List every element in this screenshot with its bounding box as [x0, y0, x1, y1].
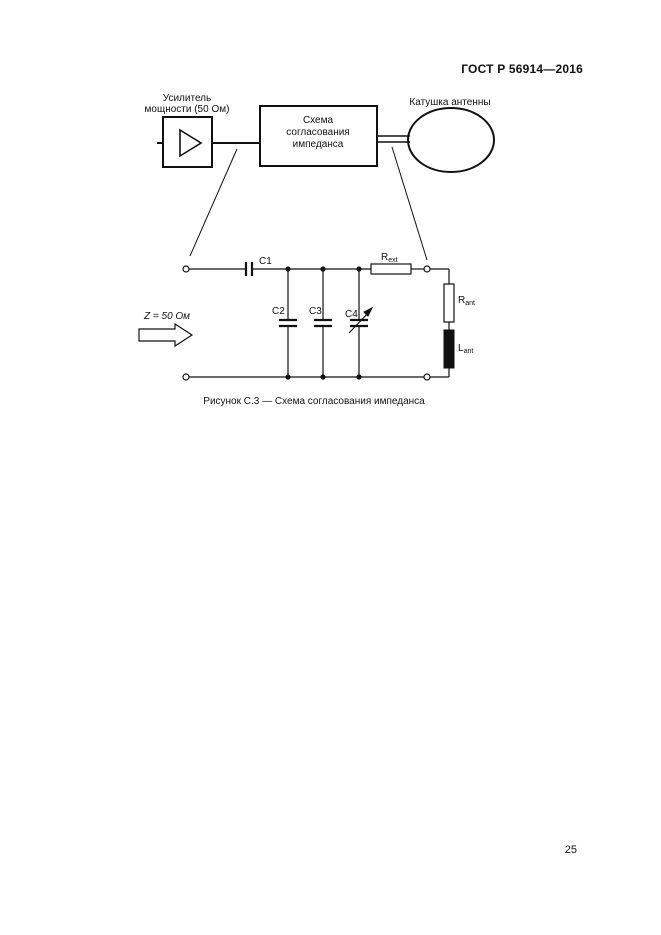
document-header: ГОСТ Р 56914—2016 — [461, 62, 583, 76]
matching-circuit — [138, 262, 455, 381]
junction-dot — [285, 266, 291, 272]
l-ant-inductor — [443, 329, 455, 369]
amplifier-block — [162, 116, 213, 168]
r-ext-main: R — [381, 252, 388, 263]
junction-dot — [356, 266, 362, 272]
c1-label: C1 — [259, 256, 272, 267]
amplifier-label-line2: мощности (50 Ом) — [145, 104, 230, 115]
matching-block-line2: согласования — [286, 127, 349, 138]
matching-block-line3: импеданса — [293, 139, 344, 150]
c2-label: C2 — [272, 306, 285, 317]
r-ant-resistor — [443, 283, 455, 323]
amplifier-label-line1: Усилитель — [163, 93, 211, 104]
junction-dot — [356, 374, 362, 380]
r-ext-sub: ext — [388, 257, 397, 264]
r-ant-label: Rant — [458, 295, 475, 307]
zoom-line-right — [391, 146, 428, 261]
c3-label: C3 — [309, 306, 322, 317]
output-terminal-bottom — [423, 373, 431, 381]
antenna-coil — [407, 107, 495, 173]
junction-dot — [320, 374, 326, 380]
matching-block-line1: Схема — [303, 115, 334, 126]
input-arrow-icon — [138, 322, 194, 348]
page-number: 25 — [564, 844, 577, 856]
r-ext-label: Rext — [381, 252, 398, 264]
input-impedance-label: Z = 50 Ом — [143, 311, 190, 322]
l-ant-sub: ant — [464, 348, 474, 355]
zoom-line-left — [189, 148, 238, 257]
r-ant-sub: ant — [465, 300, 475, 307]
amplifier-triangle-icon — [179, 128, 203, 158]
variable-arrow-icon — [363, 306, 374, 317]
l-ant-main: L — [458, 343, 464, 354]
figure-caption: Рисунок С.3 — Схема согласования импедан… — [203, 396, 425, 407]
r-ext-resistor — [370, 263, 412, 275]
r-ant-main: R — [458, 295, 465, 306]
c3-capacitor — [314, 269, 332, 377]
l-ant-label: Lant — [458, 343, 473, 355]
output-terminal-top — [423, 265, 431, 273]
junction-dot — [320, 266, 326, 272]
c2-capacitor — [279, 269, 297, 377]
input-terminal-top — [182, 265, 190, 273]
block-diagram: Усилитель мощности (50 Ом) Схема согласо… — [145, 93, 495, 261]
c4-label: C4 — [345, 309, 358, 320]
c4-variable-capacitor — [348, 269, 374, 377]
antenna-label: Катушка антенны — [409, 97, 490, 108]
junction-dot — [285, 374, 291, 380]
input-terminal-bottom — [182, 373, 190, 381]
